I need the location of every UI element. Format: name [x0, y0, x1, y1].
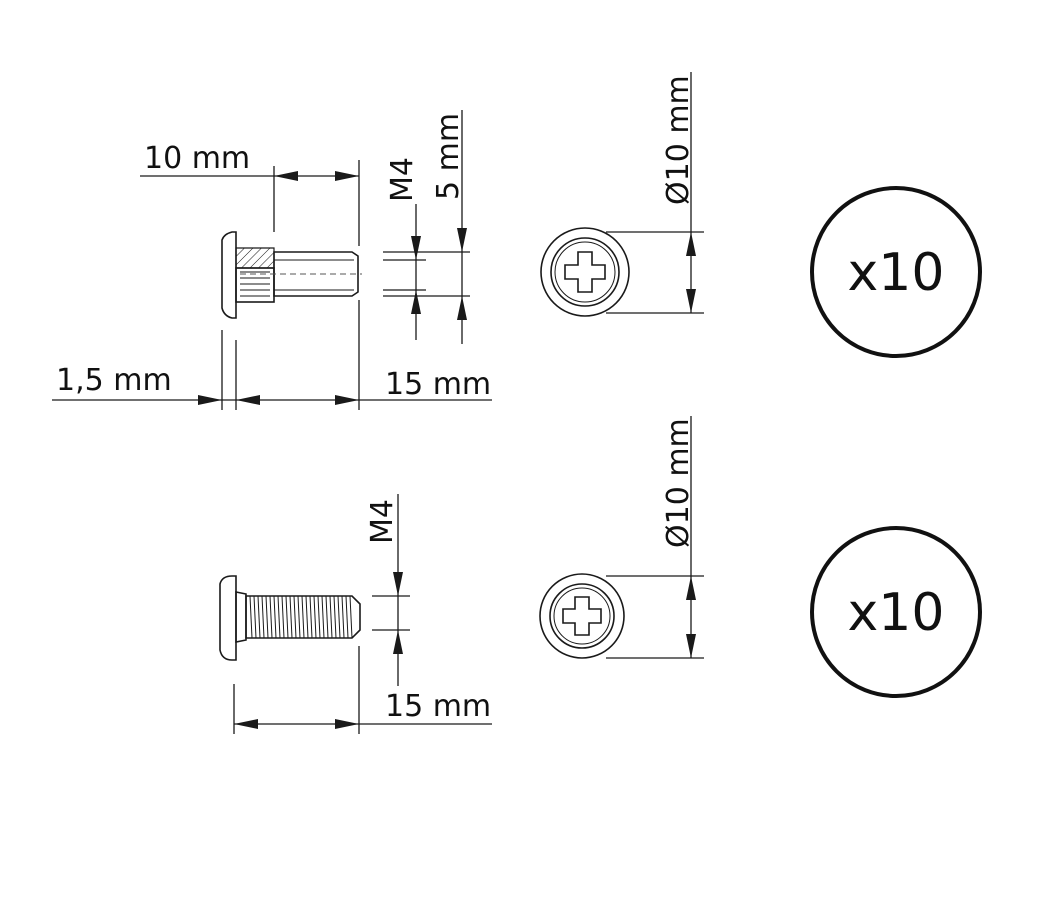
outer-diameter-label: 5 mm — [431, 113, 466, 200]
quantity-label-bottom: x10 — [848, 583, 945, 643]
bolt-end-view — [539, 416, 704, 659]
head-diameter-label-bottom: Ø10 mm — [661, 418, 696, 548]
thread-line — [297, 595, 301, 639]
thread-line — [305, 595, 309, 639]
head-diameter-label-top: Ø10 mm — [661, 75, 696, 205]
thread-line — [321, 595, 325, 639]
thread-line — [269, 595, 273, 639]
thread-line — [313, 595, 317, 639]
thread-line — [329, 595, 333, 639]
thread-line — [253, 595, 257, 639]
sleeve-nut-side-view — [52, 110, 492, 410]
thread-line — [337, 595, 341, 639]
thread-line — [285, 595, 289, 639]
quantity-label-top: x10 — [848, 243, 945, 303]
thread-line — [309, 595, 313, 639]
thread-line — [289, 595, 293, 639]
sleeve-length-label: 10 mm — [144, 141, 250, 176]
thread-line — [345, 595, 349, 639]
thread-line — [273, 595, 277, 639]
total-length-label-bottom: 15 mm — [385, 689, 491, 724]
thread-label-top: M4 — [385, 157, 420, 202]
thread-line — [341, 595, 345, 639]
head-thickness-label: 1,5 mm — [56, 363, 172, 398]
thread-line — [265, 595, 269, 639]
thread-line — [301, 595, 305, 639]
thread-line — [277, 595, 281, 639]
thread-line — [261, 595, 265, 639]
thread-line — [325, 595, 329, 639]
thread-line — [333, 595, 337, 639]
thread-label-bottom: M4 — [365, 499, 400, 544]
thread-line — [317, 595, 321, 639]
thread-line — [349, 595, 353, 639]
thread-line — [257, 595, 261, 639]
thread-line — [281, 595, 285, 639]
thread-line — [249, 595, 253, 639]
thread-line — [293, 595, 297, 639]
bolt-side-view — [219, 494, 492, 734]
quantity-circle-bottom — [810, 526, 982, 698]
sleeve-nut-end-view — [540, 72, 704, 317]
quantity-circle-top — [810, 186, 982, 358]
total-length-label-top: 15 mm — [385, 367, 491, 402]
